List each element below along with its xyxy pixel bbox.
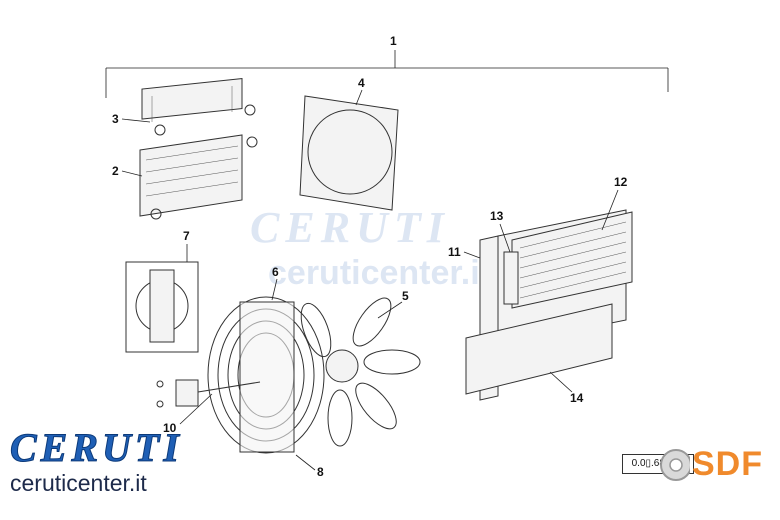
- watermark: CERUTI ceruticenter.it: [250, 203, 491, 292]
- radiator-part: [139, 134, 258, 220]
- cooler-frame-assembly: [465, 209, 633, 401]
- callout-label: 3: [112, 112, 119, 126]
- ceruti-brand-text: CERUTI: [10, 425, 183, 470]
- callout-label: 14: [570, 391, 584, 405]
- callout-10: 10: [163, 393, 213, 435]
- callout-label: 8: [317, 465, 324, 479]
- assembly-bracket: [105, 50, 669, 98]
- cooler-panel-part: [465, 303, 613, 395]
- callout-label: 2: [112, 164, 119, 178]
- callout-label: 4: [358, 76, 365, 90]
- fan-guard-part: [207, 296, 325, 454]
- callout-3: 3: [112, 112, 151, 126]
- callout-4: 4: [355, 76, 365, 106]
- callout-label: 11: [448, 245, 461, 259]
- sdf-text: SDF: [692, 445, 763, 483]
- fan-detail-box: [125, 261, 199, 353]
- fan-shroud-part: [299, 95, 399, 211]
- oil-cooler-part: [141, 78, 256, 136]
- callout-14: 14: [549, 371, 584, 405]
- ceruti-logo: CERUTI ceruticenter.it: [10, 425, 230, 496]
- callout-7: 7: [183, 229, 190, 262]
- watermark-brand: CERUTI: [250, 203, 450, 252]
- callout-8: 8: [295, 454, 324, 479]
- callout-6: 6: [271, 265, 279, 301]
- callout-12: 12: [601, 175, 628, 231]
- callout-11: 11: [448, 245, 481, 259]
- watermark-site: ceruticenter.it: [268, 254, 491, 292]
- sdf-logo: SDF: [640, 445, 775, 485]
- hydraulic-motor-part: [156, 379, 261, 408]
- callout-label: 10: [163, 421, 177, 435]
- callout-label: 5: [402, 289, 409, 303]
- condenser-part: [511, 211, 633, 309]
- callout-5: 5: [377, 289, 409, 319]
- callout-label: 7: [183, 229, 190, 243]
- callout-2: 2: [112, 164, 143, 178]
- callout-13: 13: [490, 209, 511, 253]
- callout-1: 1: [390, 34, 397, 48]
- callout-label: 6: [272, 265, 279, 279]
- ceruti-site-text: ceruticenter.it: [10, 470, 147, 496]
- sdf-gear-icon: [660, 449, 690, 481]
- callout-label: 1: [390, 34, 397, 48]
- callout-label: 13: [490, 209, 504, 223]
- callout-label: 12: [614, 175, 628, 189]
- receiver-drier-part: [503, 251, 519, 305]
- fan-blade-part: [300, 297, 421, 447]
